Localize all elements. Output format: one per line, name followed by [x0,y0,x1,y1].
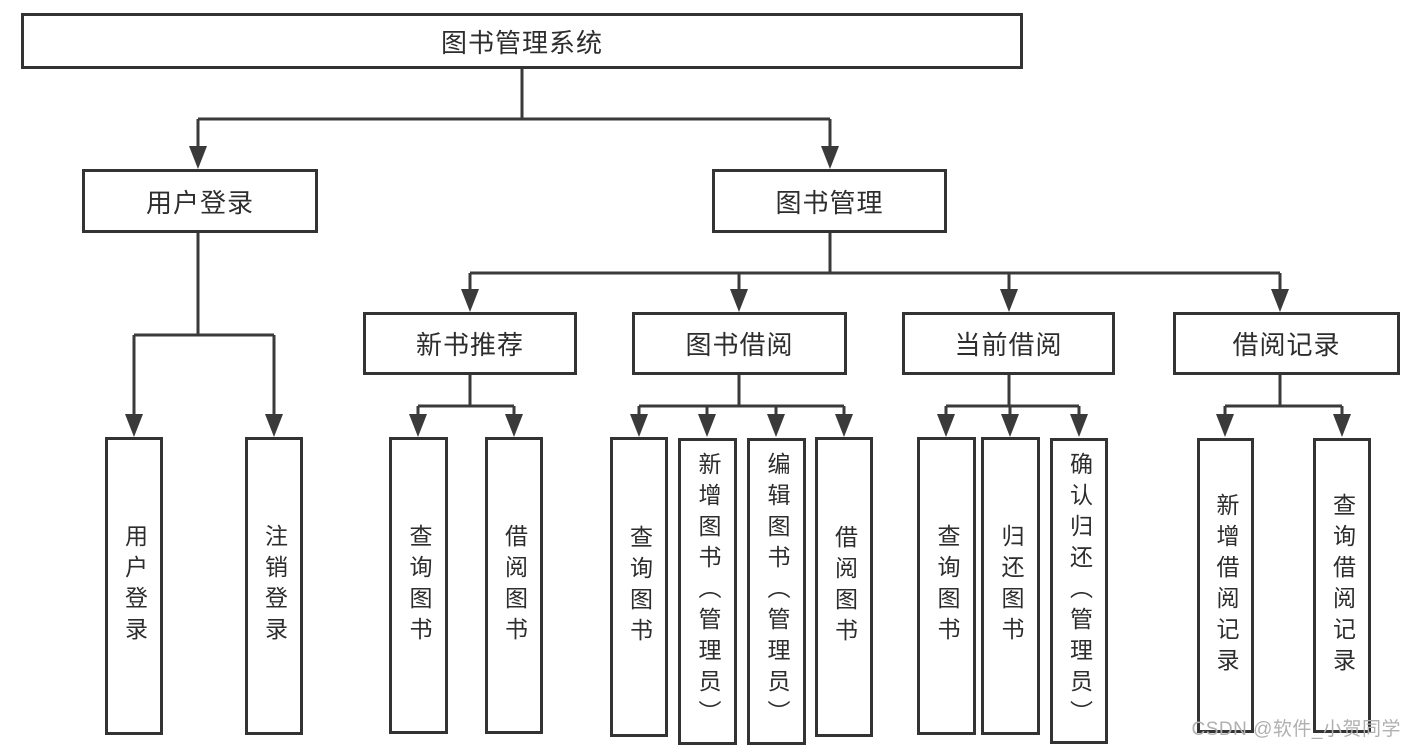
arrowhead-icon [1216,414,1234,437]
leaf-records-query: 查询借阅记录 [1313,438,1371,733]
leaf-borrow-query-label: 查询图书 [626,525,653,649]
leaf-records-add-label: 新增借阅记录 [1213,492,1239,679]
connector-root-split [196,69,832,149]
csdn-watermark: CSDN @软件_小贺同学 [1191,719,1401,740]
leaf-current-query: 查询图书 [917,437,976,735]
arrowhead-icon [835,414,853,437]
arrowhead-icon [730,289,748,312]
node-borrow-records-label: 借阅记录 [1232,330,1341,360]
leaf-user-login: 用户登录 [105,437,163,735]
leaf-records-add: 新增借阅记录 [1197,438,1254,733]
arrowhead-icon [461,289,479,312]
node-root-system-label: 图书管理系统 [440,27,603,58]
node-borrow-records: 借阅记录 [1173,312,1400,375]
leaf-logout-label: 注销登录 [261,524,288,648]
leaf-borrow-add-admin-label: 新增图书（管理员） [695,452,721,731]
arrowhead-icon [1001,414,1019,437]
node-current-borrow: 当前借阅 [902,312,1115,375]
connector-book-borrow-split [637,375,846,418]
connector-user-login-split [132,233,276,418]
arrowheads-group [125,146,1351,437]
leaf-borrow-borrow-label: 借阅图书 [831,525,858,649]
connector-new-book-split [416,375,516,418]
node-new-book-recommend: 新书推荐 [363,312,577,375]
arrowhead-icon [1070,414,1088,437]
arrowhead-icon [1000,289,1018,312]
arrowhead-icon [767,414,785,437]
arrowhead-icon [189,146,207,169]
arrowhead-icon [265,414,283,437]
leaf-borrow-edit-admin-label: 编辑图书（管理员） [764,452,790,731]
node-book-borrow-label: 图书借阅 [685,330,794,360]
node-current-borrow-label: 当前借阅 [954,330,1063,360]
arrowhead-icon [937,414,955,437]
leaf-records-query-label: 查询借阅记录 [1329,492,1356,679]
leaf-logout: 注销登录 [245,437,303,735]
connector-book-management-split [468,233,1282,292]
leaf-borrow-edit-admin: 编辑图书（管理员） [747,438,806,745]
node-user-login-label: 用户登录 [145,187,254,218]
arrowhead-icon [630,414,648,437]
arrowhead-icon [698,414,716,437]
arrowhead-icon [821,146,839,169]
arrowhead-icon [125,414,143,437]
leaf-newbook-query-label: 查询图书 [406,523,432,648]
connector-borrow-records-split [1223,375,1344,418]
leaf-current-return: 归还图书 [981,437,1040,735]
node-book-management: 图书管理 [712,169,947,233]
leaf-user-login-label: 用户登录 [121,524,148,648]
connector-current-borrow-split [944,375,1081,418]
leaf-borrow-borrow: 借阅图书 [815,437,873,737]
node-book-management-label: 图书管理 [775,187,884,218]
leaf-newbook-borrow: 借阅图书 [485,437,543,734]
node-new-book-recommend-label: 新书推荐 [415,330,524,360]
node-book-borrow: 图书借阅 [632,312,847,375]
leaf-current-return-label: 归还图书 [998,524,1024,648]
leaf-newbook-query: 查询图书 [389,437,448,734]
leaf-borrow-add-admin: 新增图书（管理员） [678,438,737,745]
arrowhead-icon [1333,414,1351,437]
node-root-system: 图书管理系统 [21,13,1023,69]
arrowhead-icon [1271,289,1289,312]
leaf-current-query-label: 查询图书 [934,524,960,648]
node-user-login: 用户登录 [82,169,318,233]
leaf-current-confirm-admin-label: 确认归还（管理员） [1066,451,1093,731]
leaf-newbook-borrow-label: 借阅图书 [501,523,528,648]
leaf-current-confirm-admin: 确认归还（管理员） [1050,438,1108,744]
leaf-borrow-query: 查询图书 [610,437,668,737]
connector-lines [132,69,1344,418]
arrowhead-icon [409,414,427,437]
arrowhead-icon [505,414,523,437]
